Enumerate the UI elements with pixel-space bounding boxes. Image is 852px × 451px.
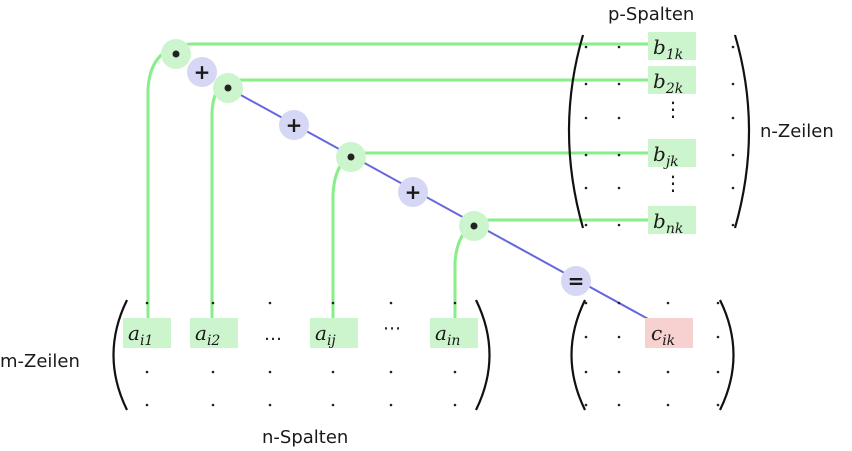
matrix-c-right-paren: [719, 299, 735, 411]
plus-node-1: +: [187, 57, 217, 87]
plus-node-3: +: [398, 177, 428, 207]
entry-aij: aij: [315, 321, 336, 349]
matrix-c-dots: [584, 301, 720, 407]
matrix-c-left-paren: [570, 299, 586, 411]
vdots-b-1: ⋮: [663, 97, 683, 121]
n-spalten-label: n-Spalten: [262, 427, 348, 448]
hdots-a-2: ⋯: [383, 318, 401, 339]
hdots-a-1: …: [264, 324, 282, 345]
matrix-a-right-paren: [475, 299, 491, 411]
equals-node: =: [561, 266, 591, 296]
entry-ai1: ai1: [128, 321, 153, 349]
multiply-node-1: [161, 39, 191, 69]
m-zeilen-label: m-Zeilen: [0, 351, 80, 372]
matrix-a-left-paren: [112, 299, 128, 411]
multiply-node-4: [459, 211, 489, 241]
entry-ai2: ai2: [195, 321, 220, 349]
matrix-b-left-paren: [567, 34, 585, 229]
n-zeilen-label: n-Zeilen: [760, 121, 834, 142]
svg-text:+: +: [286, 113, 303, 137]
svg-text:=: =: [568, 269, 585, 293]
entry-b2k: b2k: [653, 69, 683, 97]
multiply-node-3: [336, 142, 366, 172]
svg-text:+: +: [405, 180, 422, 204]
entry-b1k: b1k: [653, 35, 683, 63]
matrix-a: ai1 ai2 … aij ⋯ ain: [112, 299, 491, 411]
entry-bnk: bnk: [653, 209, 683, 237]
connector-b1k: [146, 42, 650, 328]
entry-ain: ain: [435, 321, 460, 349]
svg-text:+: +: [194, 60, 211, 84]
connector-bjk: [331, 151, 650, 328]
matrix-b: b1k b2k ⋮ bjk ⋮ bnk: [567, 32, 751, 237]
matrix-b-right-paren: [733, 34, 751, 229]
entry-bjk: bjk: [653, 142, 679, 170]
p-spalten-label: p-Spalten: [608, 4, 694, 25]
matrix-c: cik: [570, 299, 735, 411]
vdots-b-2: ⋮: [663, 171, 683, 195]
matrix-b-dots: [584, 45, 735, 227]
matrix-a-dots: [145, 301, 457, 407]
entry-cik: cik: [651, 321, 675, 349]
multiply-node-2: [213, 73, 243, 103]
plus-node-2: +: [279, 110, 309, 140]
